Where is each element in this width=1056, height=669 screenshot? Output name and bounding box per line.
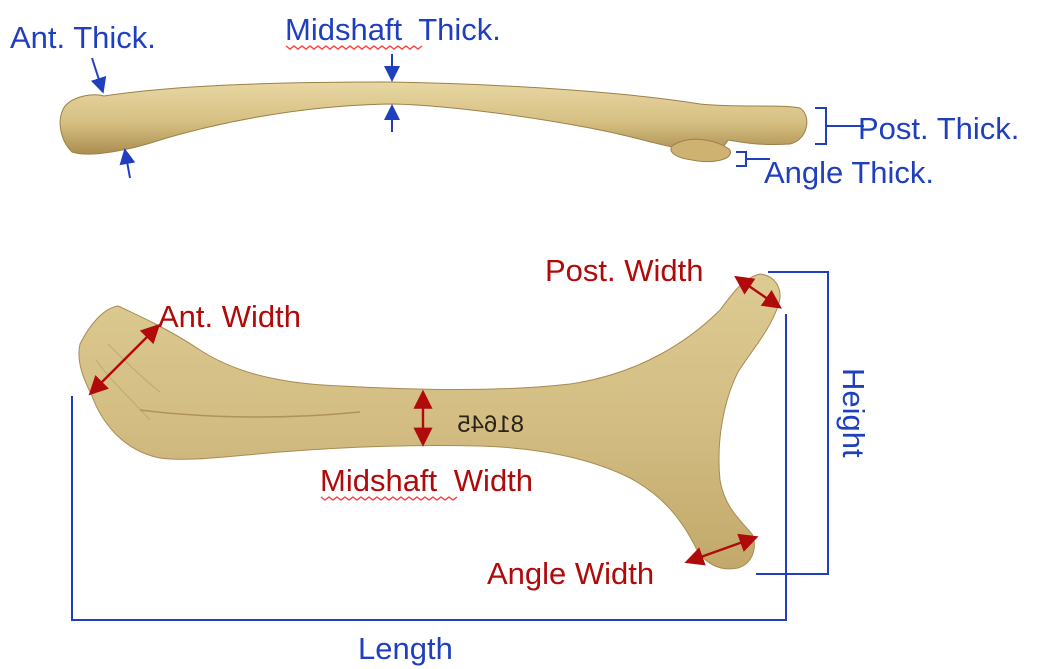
angle-width-label: Angle Width xyxy=(487,556,654,591)
post-thick-label: Post. Thick. xyxy=(858,111,1019,146)
midshaft-thick-label: Midshaft Thick. xyxy=(285,12,501,47)
midshaft-word-2: Midshaft xyxy=(320,463,438,498)
specimen-number: 81645 xyxy=(457,411,524,438)
midshaft-width-label: Midshaft Width xyxy=(320,463,533,498)
thick-word: Thick. xyxy=(418,12,501,47)
angle-thick-label: Angle Thick. xyxy=(764,155,934,190)
midshaft-word: Midshaft xyxy=(285,12,403,47)
ant-thick-arrow-bottom xyxy=(126,156,130,178)
post-width-label: Post. Width xyxy=(545,253,704,288)
ant-thick-arrow-top xyxy=(92,58,101,86)
post-thick-bracket xyxy=(815,108,864,144)
top-view: Ant. Thick. Midshaft Thick. Post. Thick.… xyxy=(10,12,1019,190)
ant-width-label: Ant. Width xyxy=(158,299,301,334)
length-label: Length xyxy=(358,631,453,666)
width-word: Width xyxy=(454,463,533,498)
side-view: 81645 Ant. Width Post. Width Midshaft Wi… xyxy=(72,253,871,666)
height-label: Height xyxy=(836,368,871,458)
ant-thick-label: Ant. Thick. xyxy=(10,20,156,55)
